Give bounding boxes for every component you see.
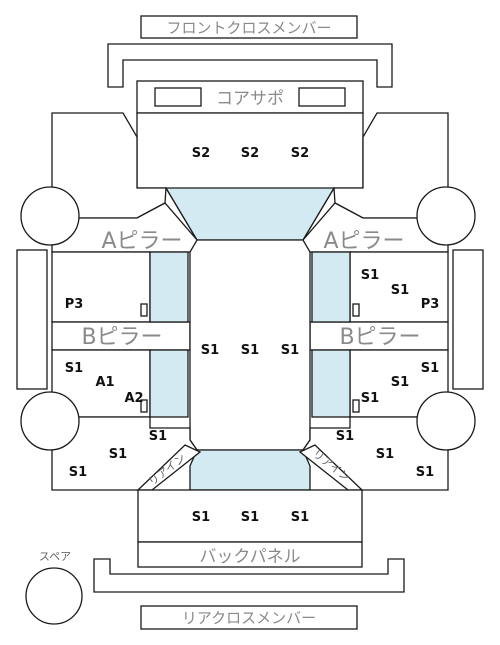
code-right-rear-door-s1-c: S1 — [361, 391, 379, 406]
code-trunk-s1-center: S1 — [241, 510, 259, 525]
code-front-s2-center: S2 — [241, 146, 259, 161]
code-front-s2-left: S2 — [192, 146, 210, 161]
right-side-sill[interactable] — [452, 249, 484, 390]
back-panel-label: バックパネル — [199, 547, 300, 567]
code-left-rear-door-s1: S1 — [65, 361, 83, 376]
code-roof-s1-right: S1 — [281, 343, 299, 358]
rear-cross-member-label: リアクロスメンバー — [182, 609, 316, 627]
left-rear-window[interactable] — [149, 349, 189, 418]
left-front-door-handle — [140, 303, 148, 317]
core-support-left-slot — [154, 87, 202, 107]
left-rear-door-handle — [140, 399, 148, 413]
right-front-window[interactable] — [311, 251, 351, 323]
front-bumper-outline[interactable] — [107, 43, 393, 88]
core-support-right-slot — [298, 87, 346, 107]
code-roof-s1-left: S1 — [201, 343, 219, 358]
left-rear-wheel[interactable] — [20, 391, 80, 451]
code-left-quarter-s1-c: S1 — [69, 465, 87, 480]
code-trunk-s1-left: S1 — [192, 510, 210, 525]
code-right-front-door-s1-b: S1 — [391, 283, 409, 298]
right-rear-door-handle — [352, 399, 360, 413]
left-a-pillar-label: Aピラー — [101, 229, 182, 254]
code-roof-s1-center: S1 — [241, 343, 259, 358]
code-left-front-door-p3: P3 — [65, 297, 84, 312]
code-right-rear-door-s1-a: S1 — [421, 361, 439, 376]
left-b-pillar-label: Bピラー — [81, 325, 162, 350]
rear-window[interactable] — [189, 449, 311, 491]
code-left-rear-door-a2: A2 — [124, 391, 143, 406]
left-side-sill[interactable] — [16, 249, 48, 390]
spare-label: スペア — [39, 550, 71, 563]
code-right-rear-door-s1-b: S1 — [391, 375, 409, 390]
core-support-label: コアサポ — [216, 89, 284, 109]
right-front-door-handle — [352, 303, 360, 317]
rear-bumper-outline[interactable] — [93, 558, 405, 593]
right-rear-wheel[interactable] — [416, 391, 476, 451]
left-front-window[interactable] — [149, 251, 189, 323]
code-left-quarter-s1-a: S1 — [149, 429, 167, 444]
code-front-s2-right: S2 — [291, 146, 309, 161]
left-front-wheel[interactable] — [20, 186, 80, 246]
code-right-front-door-s1-a: S1 — [361, 268, 379, 283]
front-cross-member-box[interactable] — [140, 15, 358, 39]
back-panel[interactable] — [137, 541, 363, 568]
code-left-rear-door-a1: A1 — [95, 375, 114, 390]
code-right-quarter-s1-c: S1 — [416, 465, 434, 480]
windshield[interactable] — [164, 187, 336, 241]
code-right-quarter-s1-a: S1 — [336, 429, 354, 444]
code-right-quarter-s1-b: S1 — [376, 447, 394, 462]
code-right-front-door-p3: P3 — [421, 297, 440, 312]
right-a-pillar-label: Aピラー — [323, 229, 404, 254]
code-trunk-s1-right: S1 — [291, 510, 309, 525]
right-front-wheel[interactable] — [416, 186, 476, 246]
right-rear-window[interactable] — [311, 349, 351, 418]
right-b-pillar-label: Bピラー — [339, 325, 420, 350]
front-cross-member-label: フロントクロスメンバー — [166, 19, 331, 37]
rear-cross-member-box[interactable] — [140, 605, 358, 630]
spare-tire[interactable] — [25, 567, 83, 625]
code-left-quarter-s1-b: S1 — [109, 447, 127, 462]
